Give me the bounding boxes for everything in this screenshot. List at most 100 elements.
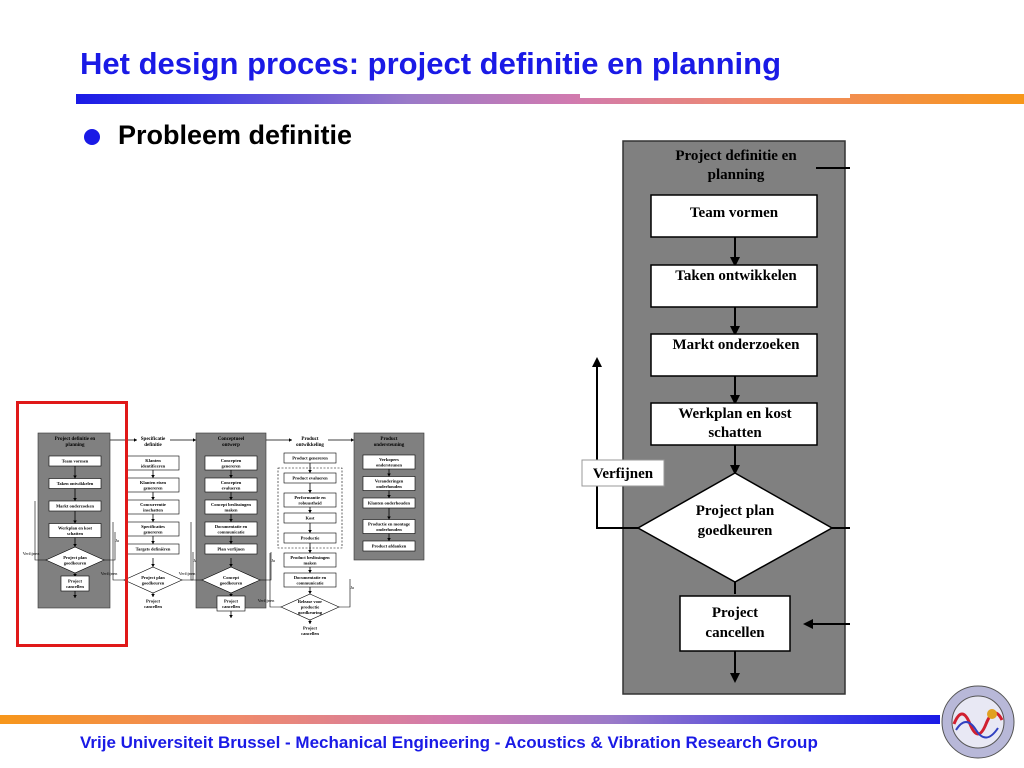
- mini-col2-step-arrow-1-head: [151, 475, 155, 478]
- mini-col2-step-4-label-line2: genereren: [143, 529, 163, 534]
- mini-col3-step-2-label-line2: evalueren: [222, 485, 241, 490]
- mini-col1-verfijnen: Verfijnen: [23, 551, 40, 556]
- mini-col4-step-arrow-1-head: [308, 470, 312, 473]
- mini-col4-refine-loop: [269, 553, 281, 608]
- flow-header-line1: Project definitie en: [675, 148, 797, 164]
- cancel-label-line2: cancellen: [705, 625, 765, 641]
- mini-flow-arrow-3-4-head: [289, 438, 292, 442]
- bullet-dot-icon: [84, 129, 100, 145]
- mini-col4-decision-label-line1: Release voor: [298, 599, 322, 604]
- footer-text: Vrije Universiteit Brussel - Mechanical …: [80, 733, 818, 752]
- mini-col2-step-arrow-4-head: [151, 541, 155, 544]
- mini-col4-dashed-group: [277, 467, 343, 549]
- mini-col1-decision-label-line2: goedkeuren: [64, 560, 87, 565]
- mini-col4-step-3-label-line1: Performantie en: [294, 495, 326, 500]
- mini-col3-step-4-label-line1: Documentatie en: [215, 524, 248, 529]
- mini-col5-step-arrow-4-head: [387, 538, 391, 541]
- mini-col3-decision-label-line1: Concept: [223, 575, 239, 580]
- mini-col4-header-line2: ontwikkeling: [296, 443, 324, 448]
- mini-col5-step-2-label-line2: onderhouden: [376, 484, 402, 489]
- mini-col2-step-1-label-line2: identificeren: [141, 463, 166, 468]
- mini-col1-step-4-label-line1: Werkplan en kost: [58, 525, 93, 530]
- mini-col4-decision-label-line3: goedkeuring: [298, 610, 323, 615]
- mini-col3-step-arrow-1-head: [229, 475, 233, 478]
- mini-col5-step-5-label-line1: Product afdanken: [372, 544, 407, 549]
- mini-col1-step-1-label-line1: Team vormen: [62, 459, 89, 464]
- highlight-frame: [16, 401, 128, 647]
- mini-col4-decision-label-line2: productie: [301, 605, 319, 610]
- mini-col1-step-2-label-line1: Taken ontwikkelen: [57, 481, 94, 486]
- mini-col1-step-arrow-2-head: [73, 498, 77, 501]
- mini-col2-cancel-label-line2: cancellen: [144, 604, 162, 609]
- verfijnen-label: Verfijnen: [593, 466, 654, 482]
- mini-col4-step-1-label-line1: Product genereren: [292, 456, 328, 461]
- mini-col5-step-arrow-2-head: [387, 495, 391, 498]
- mini-col2-decision-label-line1: Project plan: [141, 575, 165, 580]
- step-box-team-vormen: [650, 194, 818, 238]
- mini-col3-step-arrow-3-head: [229, 519, 233, 522]
- mini-col4-decision-in-head: [308, 591, 312, 594]
- mini-col3-step-3-label-line1: Concept beslissingen: [211, 502, 251, 507]
- mini-col3-header-line2: ontwerp: [222, 443, 240, 448]
- title-underline-bar: [76, 94, 1024, 104]
- mini-col4-step-arrow-4-head: [308, 530, 312, 533]
- mini-col5-step-1-label-line1: Verkopers: [379, 457, 399, 462]
- mini-col2-step-4-label-line1: Specificaties: [141, 524, 165, 529]
- flow-header-line2: planning: [708, 167, 765, 183]
- step-box-taken-ontwikkelen: [650, 264, 818, 308]
- mini-col1-header-line1: Project definitie en: [55, 437, 96, 442]
- mini-col5-header-line1: Product: [380, 437, 397, 442]
- mini-flow-arrow-4-5-head: [351, 438, 354, 442]
- mini-col4-step-2-label-line1: Product evalueren: [292, 476, 328, 481]
- mini-col3-cancel-out-head: [229, 615, 233, 618]
- slide-title: Het design proces: project definitie en …: [80, 46, 782, 81]
- mini-col3-decision-in-head: [229, 564, 233, 567]
- cancel-label-line1: Project: [712, 605, 758, 621]
- step-label-markt-onderzoeken: Markt onderzoeken: [672, 337, 800, 353]
- mini-col3-refine-loop: [190, 522, 202, 581]
- mini-col1-cancel-in-head: [73, 574, 77, 577]
- mini-col2-step-arrow-2-head: [151, 497, 155, 500]
- mini-col4-step-6-label-line1: Product beslissingen: [290, 555, 330, 560]
- mini-col1-refine-loop: [34, 501, 46, 561]
- mini-col1-cancel-label-line2: cancellen: [66, 584, 84, 589]
- mini-col1-cancel-label-line1: Project: [68, 578, 82, 583]
- mini-col4-step-arrow-2-head: [308, 490, 312, 493]
- mini-col4-ja: Ja: [350, 585, 354, 590]
- mini-col4-cancel-label-line1: Project: [303, 625, 317, 630]
- mini-col4-cancel-label-line2: cancellen: [301, 631, 319, 636]
- mini-col1-step-arrow-1-head: [73, 475, 77, 479]
- step-label-team-vormen: Team vormen: [690, 205, 779, 221]
- mini-col5-step-4-label-line2: onderhouden: [376, 527, 402, 532]
- mini-col4-ja-line: [339, 579, 351, 608]
- mini-col3-step-1-label-line1: Concepten: [221, 458, 242, 463]
- mini-col4-step-3-label-line2: robuustheid: [298, 500, 322, 505]
- mini-col4-cancel-in-head: [308, 621, 312, 624]
- mini-col1-ja-line: [104, 532, 116, 561]
- mini-flow-arrow-1-2-head: [134, 438, 137, 442]
- decision-label-line2: goedkeuren: [698, 523, 773, 539]
- mini-col2-refine-loop: [112, 522, 124, 581]
- step-label-werkplan-line2: schatten: [708, 425, 762, 441]
- mini-col1-cancel-out-head: [73, 595, 77, 598]
- mini-col3-step-arrow-2-head: [229, 497, 233, 500]
- mini-col2-step-2-label-line1: Klanten eisen: [140, 480, 167, 485]
- mini-col2-header-line1: Specificatie: [141, 437, 166, 442]
- mini-col5-step-3-label-line1: Klanten onderhouden: [368, 501, 411, 506]
- mini-col1-step-3-label-line1: Markt onderzoeken: [56, 504, 95, 509]
- cancel-box: [679, 595, 791, 652]
- mini-col2-ja: Ja: [193, 558, 197, 563]
- research-group-logo: [941, 685, 1015, 759]
- step-label-werkplan-line1: Werkplan en kost: [678, 406, 791, 422]
- step-box-werkplan: [650, 402, 818, 446]
- mini-col4-step-6-label-line2: maken: [303, 560, 316, 565]
- mini-col2-step-1-label-line1: Klanten: [145, 458, 161, 463]
- step-box-markt-onderzoeken: [650, 333, 818, 377]
- mini-col4-step-4-label-line1: Kost: [306, 516, 316, 521]
- footer-bar: [0, 715, 940, 724]
- mini-col2-step-2-label-line2: genereren: [143, 485, 163, 490]
- mini-col4-step-7-label-line2: communicatie: [297, 580, 324, 585]
- mini-col3-ja-line: [260, 552, 272, 581]
